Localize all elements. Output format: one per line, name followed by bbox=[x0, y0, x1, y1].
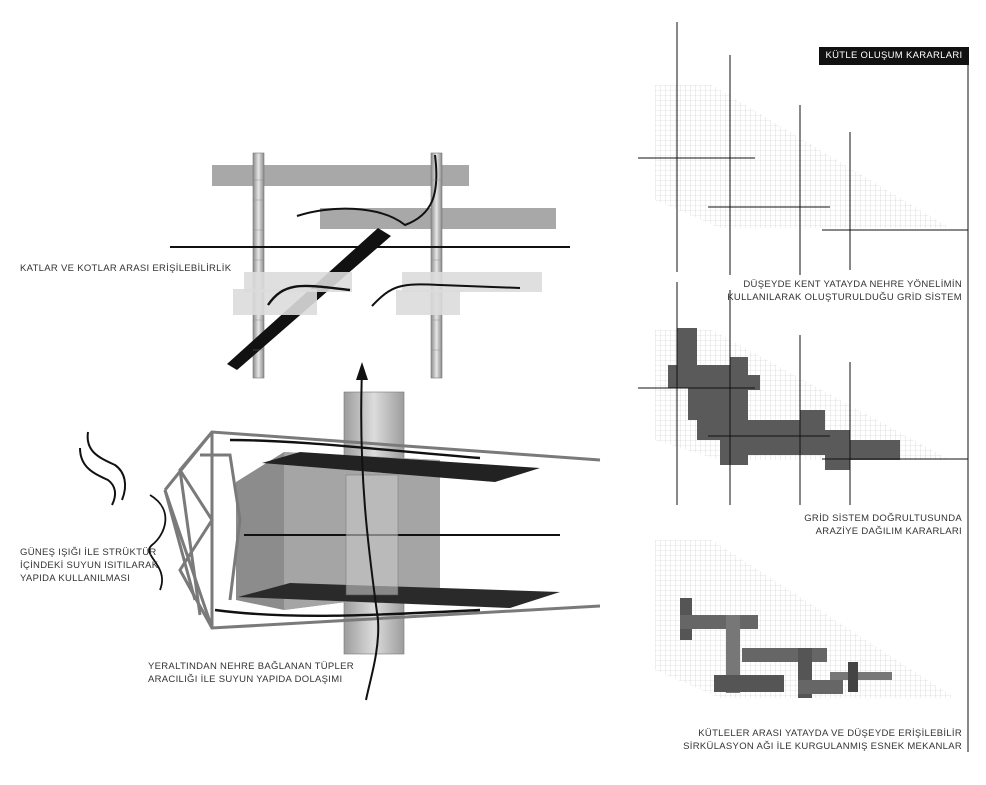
section-title: KÜTLE OLUŞUM KARARLARI bbox=[819, 47, 969, 65]
label-katlar: KATLAR VE KOTLAR ARASI ERİŞİLEBİLİRLİK bbox=[20, 263, 232, 274]
perspective-structure bbox=[79, 362, 601, 701]
section-diagram-floors bbox=[170, 152, 570, 379]
circulation-diagram bbox=[655, 540, 955, 698]
label-yeraltindan: YERALTINDAN NEHRE BAĞLANAN TÜPLER ARACIL… bbox=[148, 661, 354, 685]
label-grid-system: DÜŞEYDE KENT YATAYDA NEHRE YÖNELİMİN KUL… bbox=[727, 279, 962, 303]
label-circulation: KÜTLELER ARASI YATAYDA VE DÜŞEYDE ERİŞİL… bbox=[683, 728, 962, 752]
distribution-diagram bbox=[638, 282, 968, 505]
label-gunes: GÜNEŞ IŞIĞI İLE STRÜKTÜR İÇİNDEKİ SUYUN … bbox=[20, 547, 159, 584]
grid-system-diagram bbox=[638, 22, 969, 752]
label-distribution: GRİD SİSTEM DOĞRULTUSUNDA ARAZİYE DAĞILI… bbox=[804, 513, 962, 537]
